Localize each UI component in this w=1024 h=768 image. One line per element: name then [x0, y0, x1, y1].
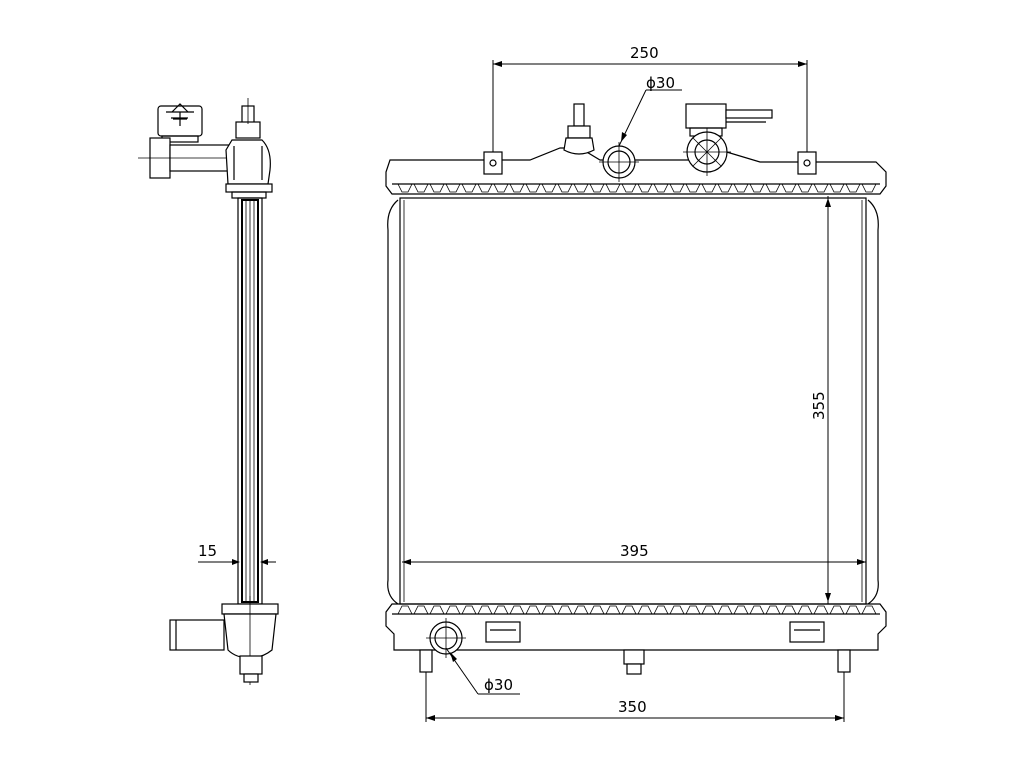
dim-top-bracket-spacing	[492, 60, 808, 152]
top-bracket-spacing-label: 250	[630, 44, 659, 62]
front-top-stub	[563, 103, 595, 155]
dim-side-thickness	[198, 559, 276, 565]
dim-top-inlet-diameter	[618, 89, 682, 147]
side-top-inlet	[138, 137, 233, 179]
dim-bottom-outlet-diameter	[445, 647, 520, 695]
side-top-stub	[235, 98, 261, 139]
top-inlet-diameter-label: ϕ30	[646, 74, 675, 92]
side-view: 15	[138, 98, 279, 685]
side-bottom-tank	[221, 596, 279, 685]
dim-core-height	[825, 196, 831, 604]
front-bottom-tank	[385, 603, 887, 651]
bottom-outlet-diameter-label: ϕ30	[484, 676, 513, 694]
side-bottom-outlet	[169, 619, 225, 651]
front-view: 250 ϕ30 355 395 ϕ30	[385, 44, 887, 722]
front-filler-cap	[683, 103, 773, 176]
bottom-right-clip	[789, 621, 825, 643]
top-tank-ribs	[397, 183, 877, 193]
bottom-left-clip	[485, 621, 521, 643]
side-filler-cap	[157, 103, 203, 143]
bottom-mount-spacing-label: 350	[618, 698, 647, 716]
front-top-tank	[385, 147, 887, 195]
bottom-tank-ribs	[397, 605, 877, 615]
front-bottom-mounts	[419, 649, 851, 675]
top-left-bracket	[483, 151, 503, 175]
side-core	[237, 197, 263, 605]
side-top-tank	[225, 139, 273, 199]
front-top-inlet	[599, 142, 639, 182]
top-right-bracket	[797, 151, 817, 175]
dim-bottom-mount-spacing	[425, 672, 845, 722]
core-width-label: 395	[620, 542, 649, 560]
front-bottom-outlet	[426, 618, 466, 658]
side-thickness-label: 15	[198, 542, 217, 560]
dim-core-width	[402, 559, 866, 565]
core-height-label: 355	[810, 391, 828, 420]
